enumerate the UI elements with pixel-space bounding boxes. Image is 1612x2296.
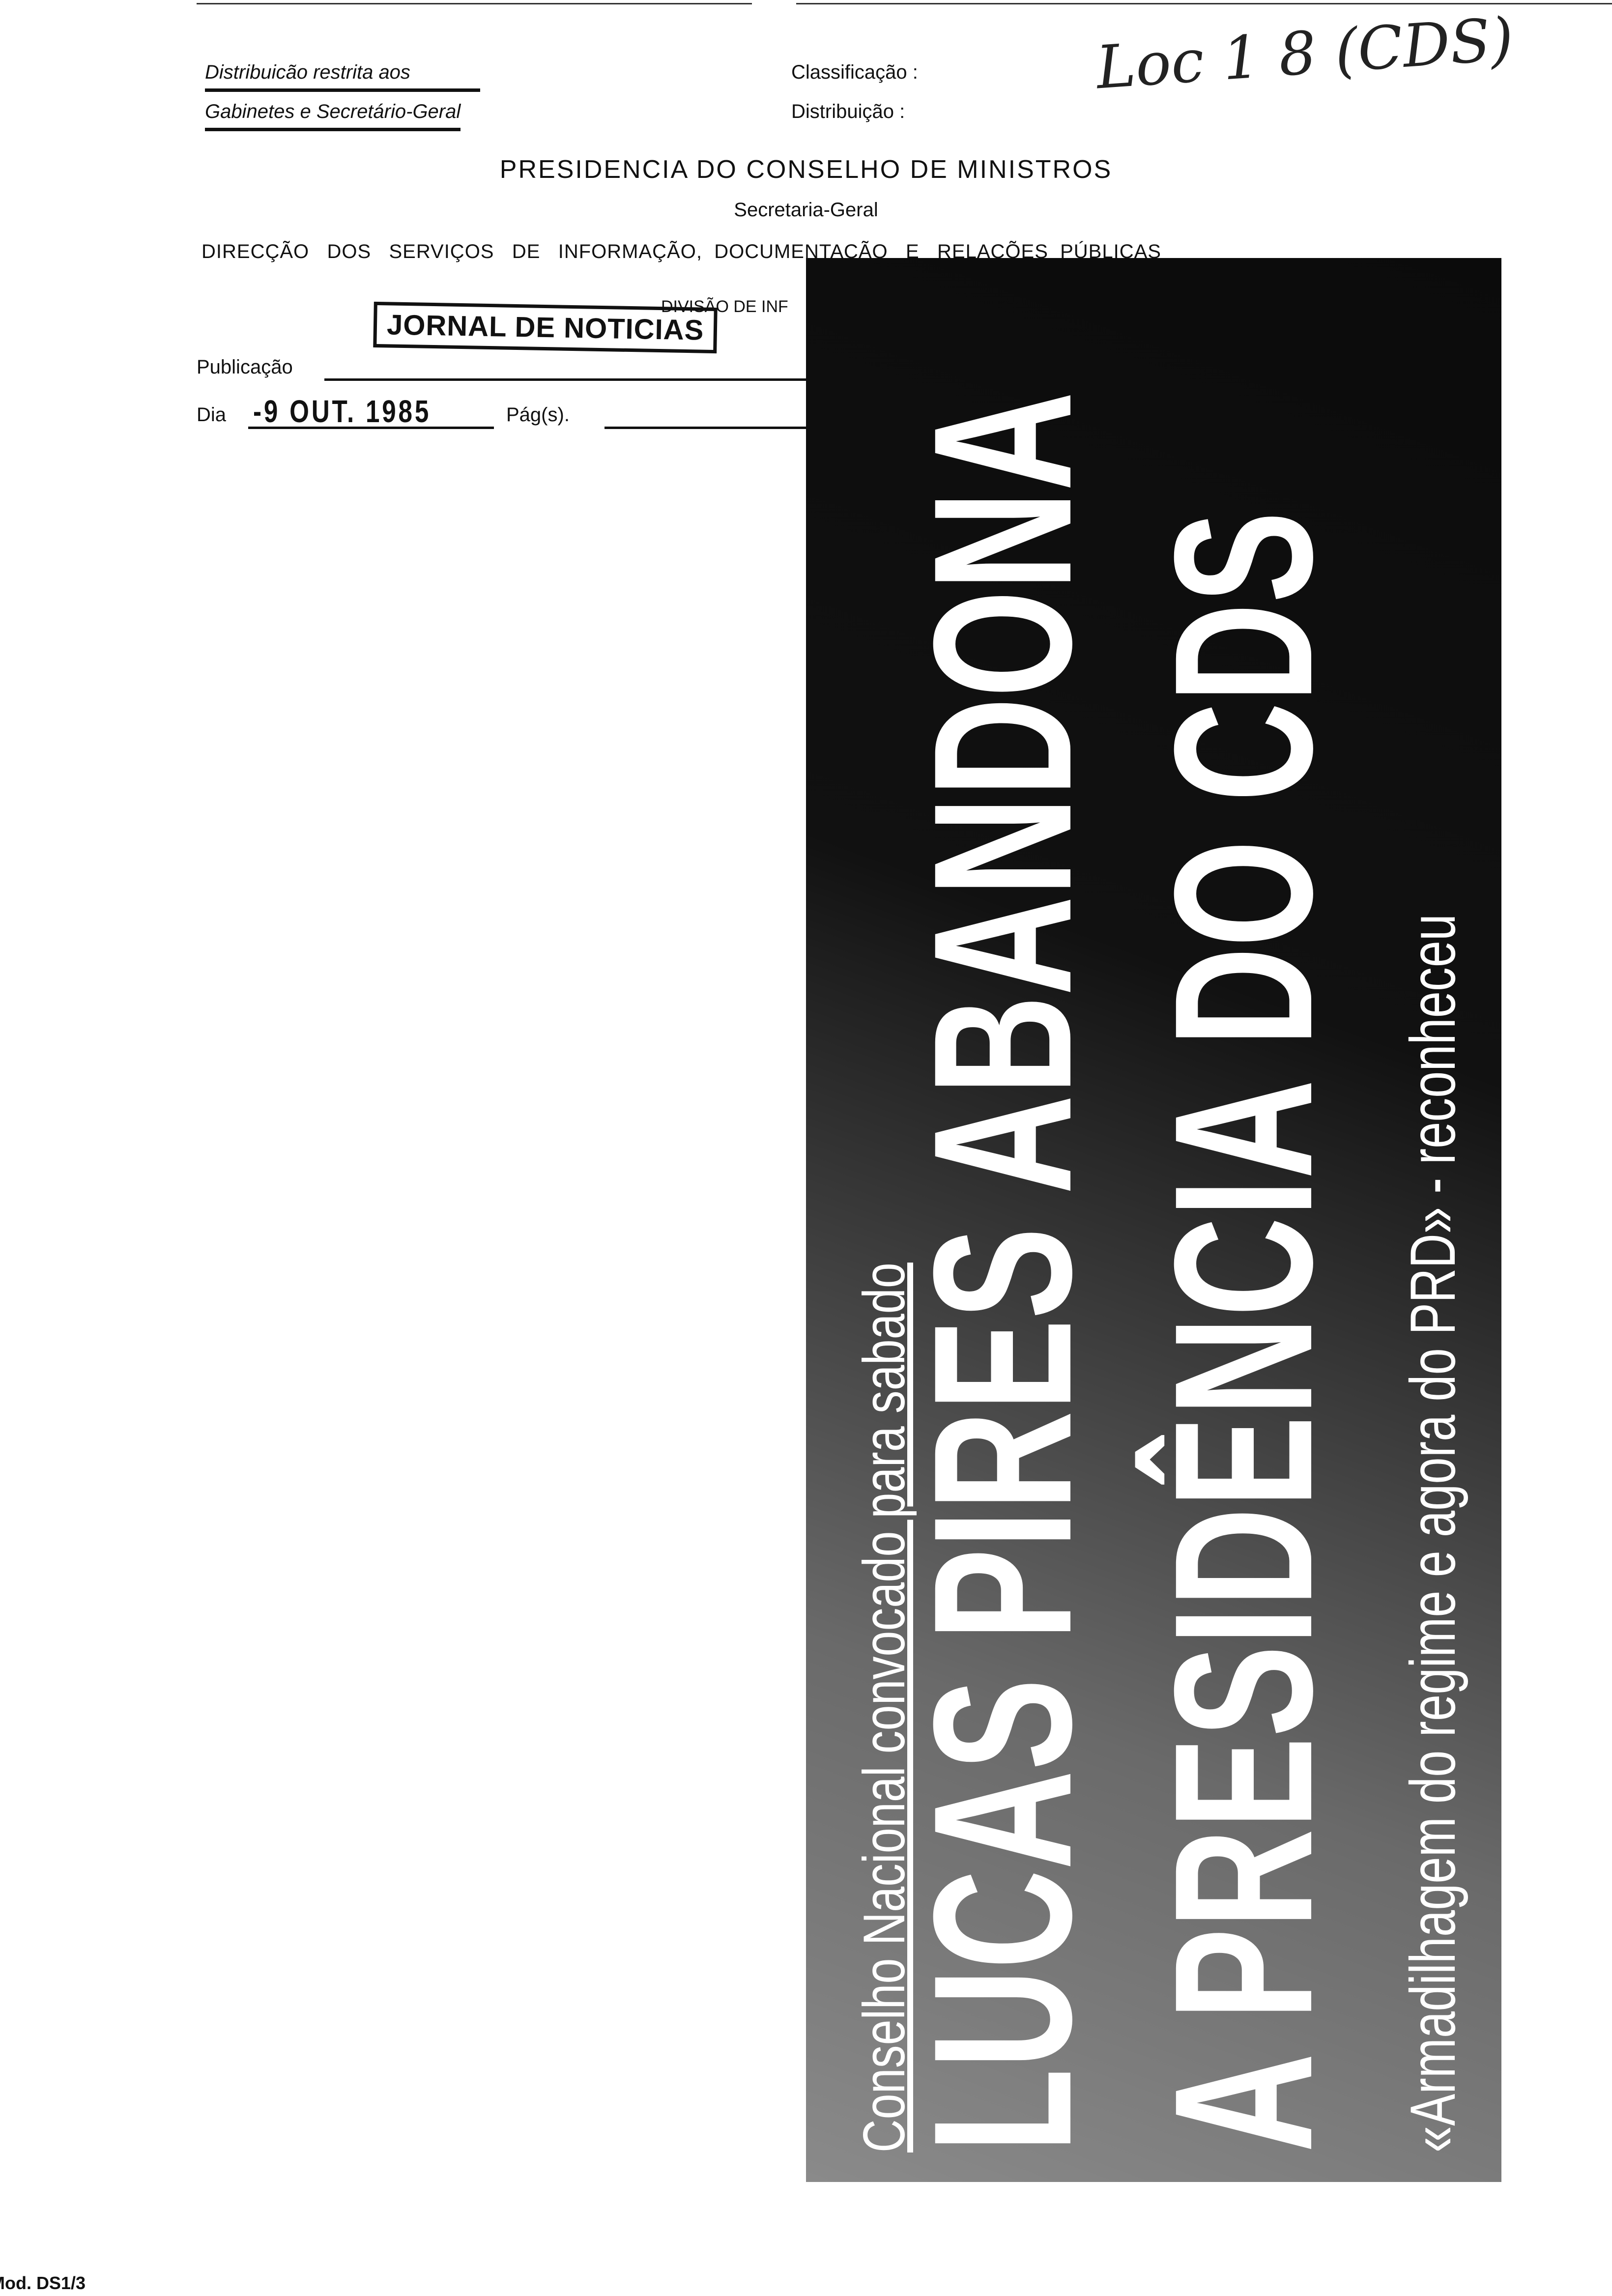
form-code: Mod. DS1/3 (0, 2273, 86, 2293)
distribution-restriction-line2: Gabinetes e Secretário-Geral (205, 101, 461, 131)
top-border-right (796, 3, 1612, 4)
division-line: DIVISÃO DE INF (661, 297, 788, 316)
clipping-subhead: «Armadilhagem do regime e agora do PRD» … (1397, 914, 1468, 2152)
publication-label: Publicação (197, 356, 293, 378)
newspaper-clipping: Conselho Nacional convocado para sabado … (806, 258, 1501, 2182)
pages-label: Pág(s). (506, 404, 570, 426)
date-stamp: -9 OUT. 1985 (253, 394, 432, 429)
publication-field-line (324, 378, 806, 381)
clipping-headline-line1: LUCAS PIRES ABANDONA (892, 391, 1112, 2152)
handwritten-note: Loc 1 8 (CDS) (1094, 5, 1516, 103)
date-field-line (248, 427, 494, 429)
publication-stamp: JORNAL DE NOTICIAS (373, 301, 718, 354)
clipping-headline-line2: A PRESIDÊNCIA DO CDS (1133, 511, 1353, 2152)
distribution-restriction-line1: Distribuicão restrita aos (205, 61, 480, 92)
top-border-left (197, 3, 752, 4)
distribution-label: Distribuição : (791, 101, 905, 122)
classification-label: Classificação : (791, 61, 918, 83)
institution-title: PRESIDENCIA DO CONSELHO DE MINISTROS (499, 155, 1113, 184)
pages-field-line (604, 427, 806, 429)
secretariat-title: Secretaria-Geral (734, 199, 878, 221)
day-label: Dia (197, 404, 227, 426)
